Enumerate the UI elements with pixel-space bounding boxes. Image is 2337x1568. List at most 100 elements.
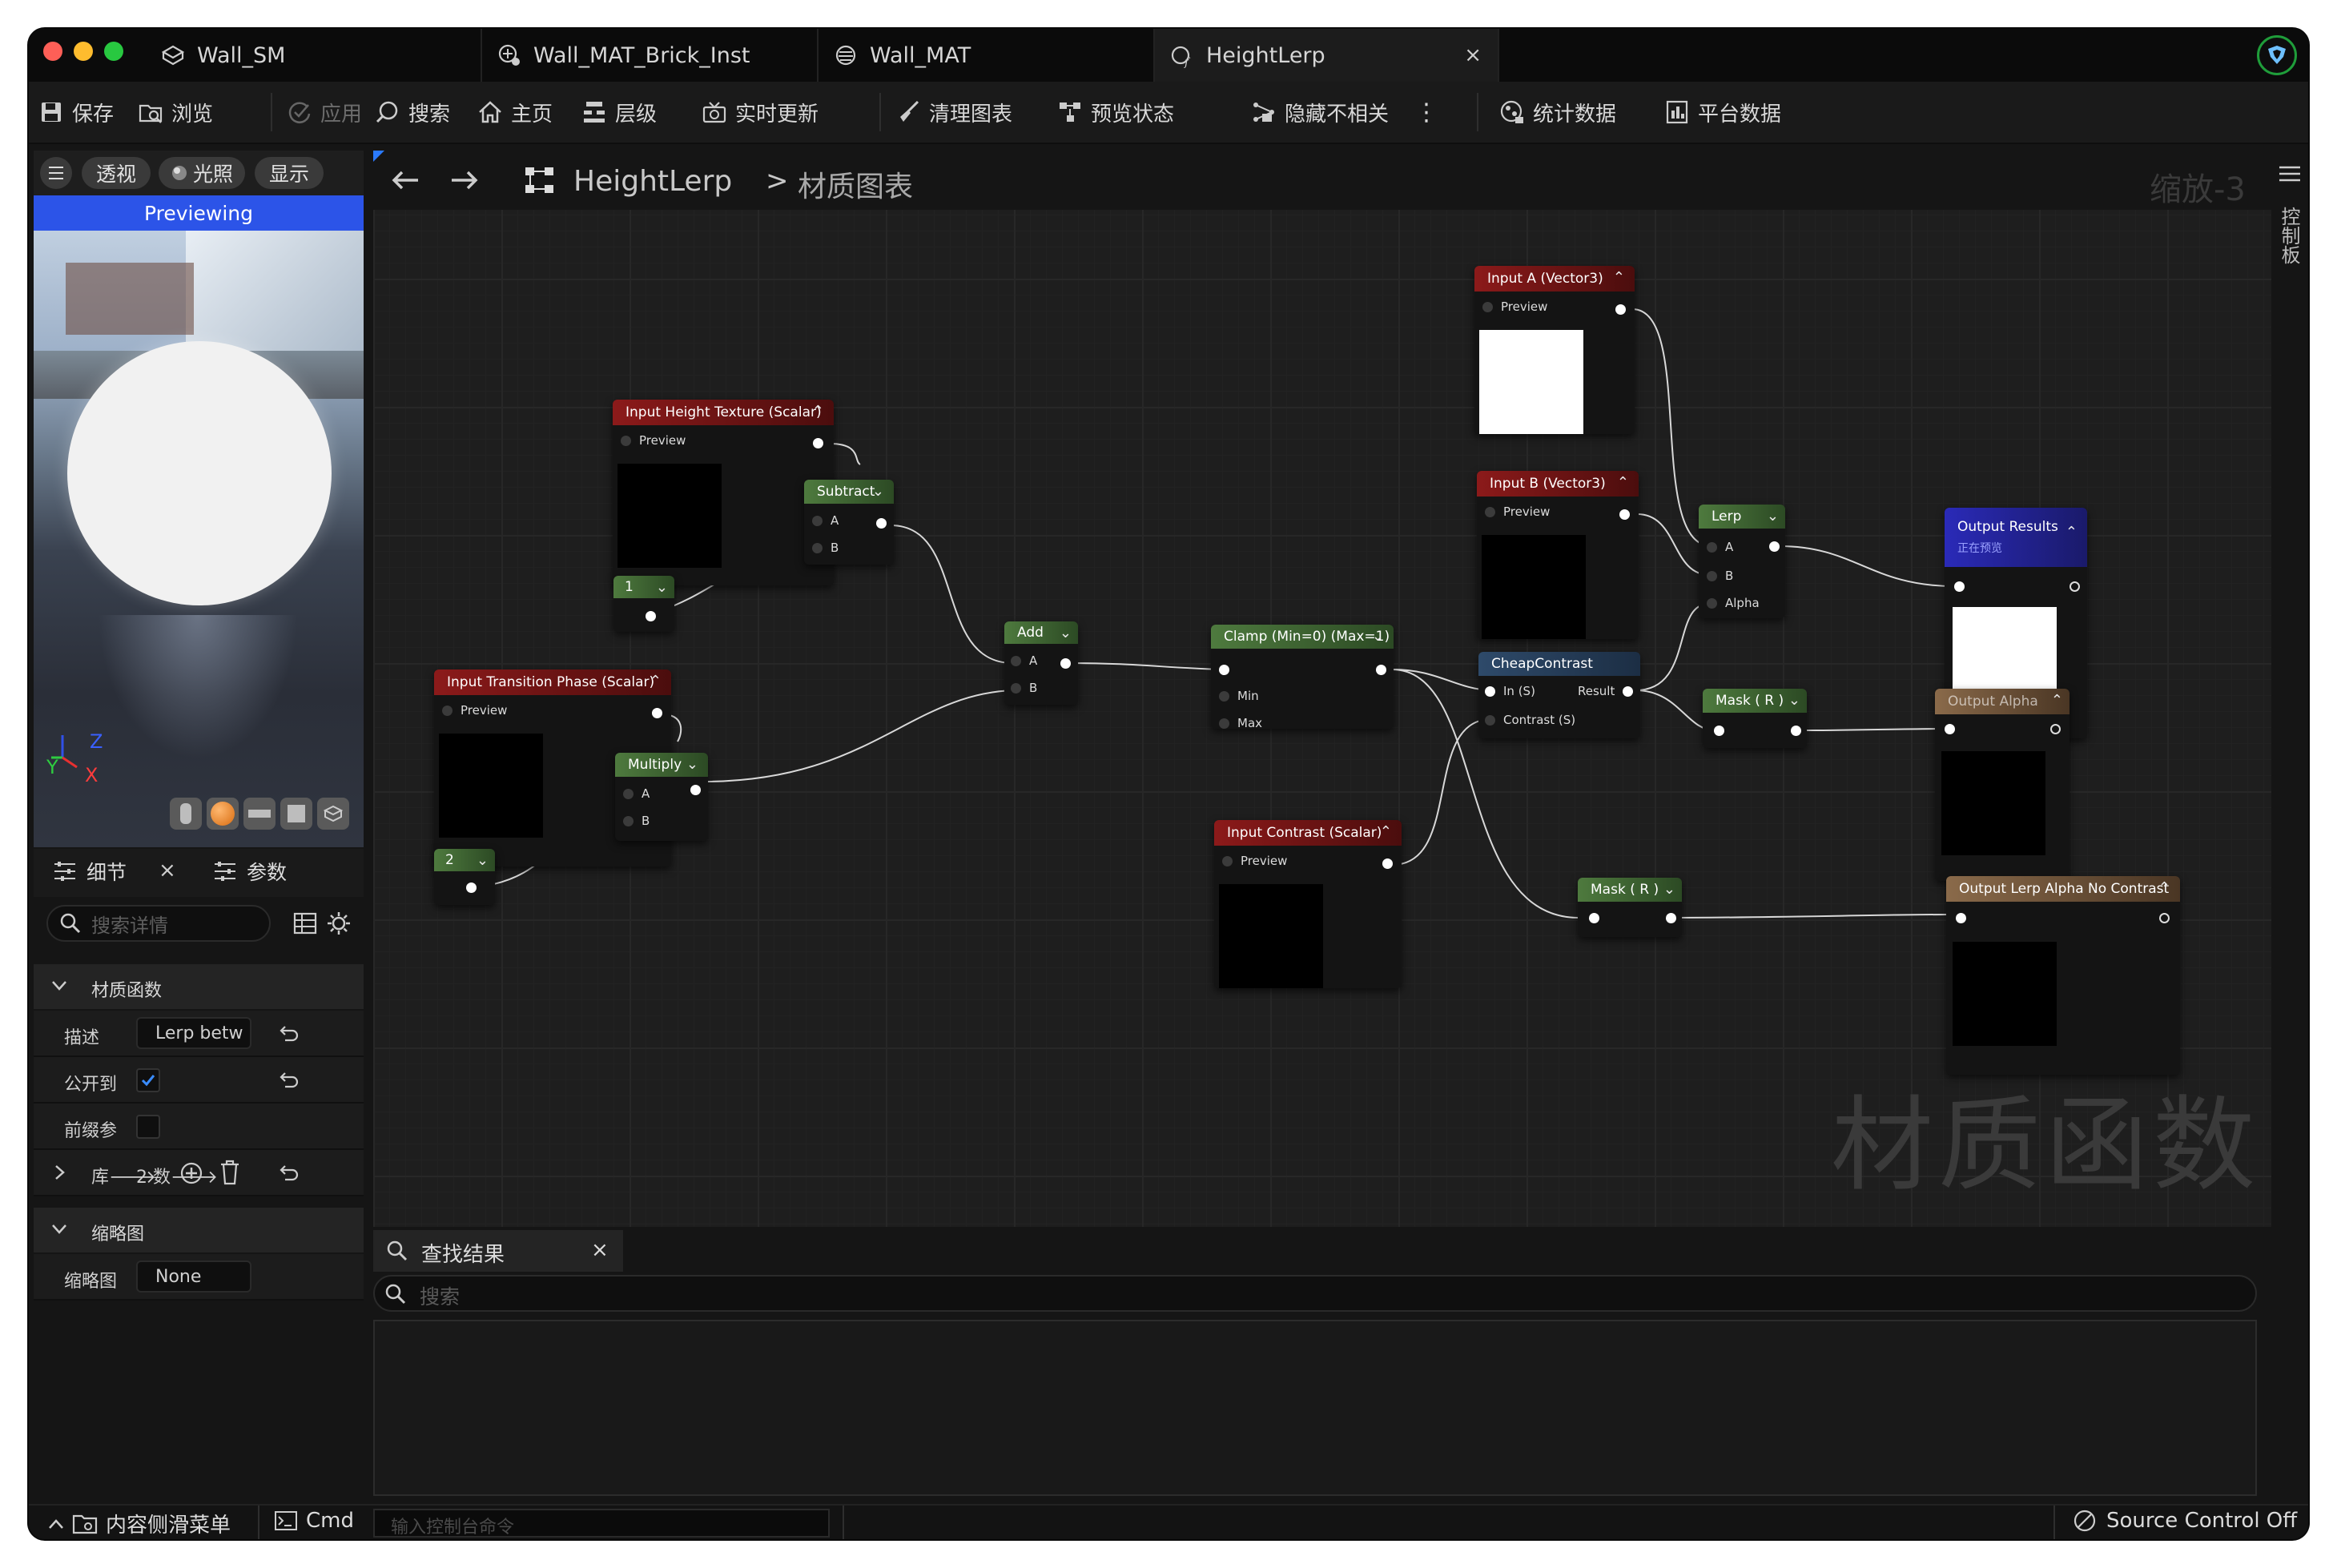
- more-options-icon[interactable]: ⋮: [1414, 98, 1439, 127]
- pin-input-icon[interactable]: [1222, 855, 1233, 866]
- pin-output-icon[interactable]: [1769, 541, 1780, 552]
- pin-input-icon[interactable]: [1707, 541, 1717, 553]
- console-command-input[interactable]: 输入控制台命令: [373, 1509, 830, 1538]
- close-find-results-button[interactable]: ×: [591, 1238, 609, 1262]
- platform-stats-button[interactable]: 平台数据: [1664, 82, 1781, 143]
- collapse-chevron-icon[interactable]: ⌃: [2065, 524, 2078, 541]
- search-button[interactable]: 搜索: [375, 82, 450, 143]
- save-button[interactable]: 保存: [38, 82, 114, 143]
- section-thumbnail[interactable]: 缩略图: [34, 1208, 364, 1252]
- reset-arrow-icon[interactable]: [279, 1023, 300, 1043]
- node-multiply[interactable]: Multiply⌄ A B: [615, 753, 708, 841]
- chevron-right-icon[interactable]: [54, 1164, 66, 1180]
- node-lerp[interactable]: Lerp⌄ A B Alpha: [1699, 505, 1785, 618]
- sphere-icon[interactable]: [207, 798, 239, 830]
- collapse-chevron-icon[interactable]: ⌄: [1371, 628, 1384, 645]
- pin-output-icon[interactable]: [1619, 509, 1630, 520]
- node-input-contrast[interactable]: Input Contrast (Scalar)⌃ Preview: [1214, 820, 1402, 988]
- forward-arrow-icon[interactable]: [448, 168, 481, 192]
- cylinder-icon[interactable]: [170, 798, 202, 830]
- pin-output-ring-icon[interactable]: [2070, 581, 2080, 592]
- pin-input-icon[interactable]: [1219, 718, 1229, 729]
- collapse-chevron-icon[interactable]: ⌄: [1059, 625, 1072, 641]
- node-input-height-texture[interactable]: Input Height Texture (Scalar)⌃ Preview: [613, 400, 834, 585]
- close-details-button[interactable]: ×: [159, 858, 176, 883]
- tab-heightlerp[interactable]: f HeightLerp ×: [1155, 29, 1499, 82]
- pin-output-icon[interactable]: [466, 883, 477, 893]
- pin-input-icon[interactable]: [1954, 581, 1965, 592]
- pin-input-icon[interactable]: [1011, 682, 1021, 694]
- pin-output-icon[interactable]: [690, 785, 701, 795]
- details-search-input[interactable]: 搜索详情: [46, 905, 271, 942]
- unreal-logo-icon[interactable]: [2257, 35, 2297, 75]
- stats-button[interactable]: 统计数据: [1499, 82, 1616, 143]
- pin-input-icon[interactable]: [1485, 714, 1495, 726]
- collapse-chevron-icon[interactable]: ⌄: [1663, 881, 1675, 898]
- node-subtract[interactable]: Subtract⌄ A B: [804, 480, 894, 565]
- collapse-chevron-icon[interactable]: ⌄: [686, 756, 698, 773]
- collapse-chevron-icon[interactable]: ⌃: [811, 403, 824, 420]
- pin-input-icon[interactable]: [621, 435, 631, 446]
- tab-wall-mat-brick-inst[interactable]: Wall_MAT_Brick_Inst: [482, 29, 819, 82]
- back-arrow-icon[interactable]: [389, 168, 421, 192]
- browse-button[interactable]: 浏览: [138, 82, 213, 143]
- pin-input-icon[interactable]: [1707, 597, 1717, 609]
- preview-viewport[interactable]: Z Y X: [34, 231, 364, 847]
- breadcrumb-root[interactable]: HeightLerp: [573, 165, 733, 198]
- apply-button[interactable]: 应用: [287, 82, 362, 143]
- collapse-chevron-icon[interactable]: ⌃: [1616, 474, 1629, 491]
- expose-checkbox[interactable]: [136, 1068, 160, 1092]
- maximize-window-button[interactable]: [104, 42, 123, 61]
- collapse-chevron-icon[interactable]: ⌃: [2050, 692, 2063, 709]
- pin-output-icon[interactable]: [1382, 858, 1393, 869]
- perspective-button[interactable]: 透视: [82, 157, 151, 189]
- list-icon[interactable]: [2278, 165, 2302, 186]
- node-mask-r-2[interactable]: Mask ( R )⌄: [1578, 878, 1682, 937]
- prefix-checkbox[interactable]: [136, 1115, 160, 1139]
- pin-input-icon[interactable]: [1707, 570, 1717, 581]
- node-mask-r-1[interactable]: Mask ( R )⌄: [1703, 689, 1807, 748]
- node-constant-1[interactable]: 1⌄: [613, 576, 674, 632]
- pin-input-icon[interactable]: [1219, 690, 1229, 702]
- thumbnail-field[interactable]: None: [136, 1260, 251, 1293]
- pin-output-icon[interactable]: [1666, 913, 1676, 923]
- content-drawer-button[interactable]: 内容侧滑菜单: [48, 1509, 231, 1538]
- pin-input-icon[interactable]: [812, 542, 823, 553]
- cube-icon[interactable]: [280, 798, 312, 830]
- pin-output-icon[interactable]: [1615, 304, 1626, 315]
- find-results-tab[interactable]: 查找结果 ×: [373, 1230, 623, 1272]
- tab-wall-mat[interactable]: Wall_MAT: [819, 29, 1155, 82]
- plane-icon[interactable]: [243, 798, 276, 830]
- tab-wall-sm[interactable]: Wall_SM: [146, 29, 482, 82]
- collapse-chevron-icon[interactable]: ⌄: [476, 852, 489, 869]
- node-input-a[interactable]: Input A (Vector3)⌃ Preview: [1474, 266, 1635, 434]
- reset-arrow-icon[interactable]: [279, 1163, 300, 1182]
- node-add[interactable]: Add⌄ A B: [1004, 621, 1078, 705]
- pin-output-ring-icon[interactable]: [2159, 913, 2170, 923]
- lit-button[interactable]: 光照: [159, 157, 245, 189]
- pin-output-icon[interactable]: [1623, 685, 1634, 697]
- source-control-button[interactable]: Source Control Off: [2073, 1509, 2297, 1533]
- pin-input-icon[interactable]: [442, 705, 453, 716]
- node-clamp[interactable]: Clamp (Min=0) (Max=1)⌄ Min Max: [1211, 625, 1394, 729]
- pin-input-icon[interactable]: [623, 788, 634, 799]
- node-constant-2[interactable]: 2⌄: [434, 849, 495, 905]
- collapse-chevron-icon[interactable]: ⌄: [871, 483, 884, 500]
- hide-unrelated-button[interactable]: 隐藏不相关 ⋮: [1251, 82, 1438, 143]
- pin-input-icon[interactable]: [1485, 685, 1495, 697]
- node-input-b[interactable]: Input B (Vector3)⌃ Preview: [1477, 471, 1639, 639]
- pin-input-icon[interactable]: [1011, 655, 1021, 666]
- add-element-icon[interactable]: [179, 1161, 203, 1185]
- pin-input-icon[interactable]: [1482, 301, 1493, 312]
- pin-input-icon[interactable]: [1485, 506, 1495, 517]
- cmd-button[interactable]: Cmd: [274, 1509, 354, 1533]
- trash-icon[interactable]: [219, 1160, 240, 1185]
- pin-input-icon[interactable]: [1945, 724, 1955, 734]
- collapse-chevron-icon[interactable]: ⌃: [649, 673, 662, 690]
- collapse-chevron-icon[interactable]: ⌃: [2158, 879, 2170, 896]
- home-button[interactable]: 主页: [477, 82, 553, 143]
- pin-output-icon[interactable]: [646, 611, 656, 621]
- pin-input-icon[interactable]: [1714, 726, 1724, 736]
- pin-output-icon[interactable]: [1791, 726, 1801, 736]
- close-window-button[interactable]: [43, 42, 62, 61]
